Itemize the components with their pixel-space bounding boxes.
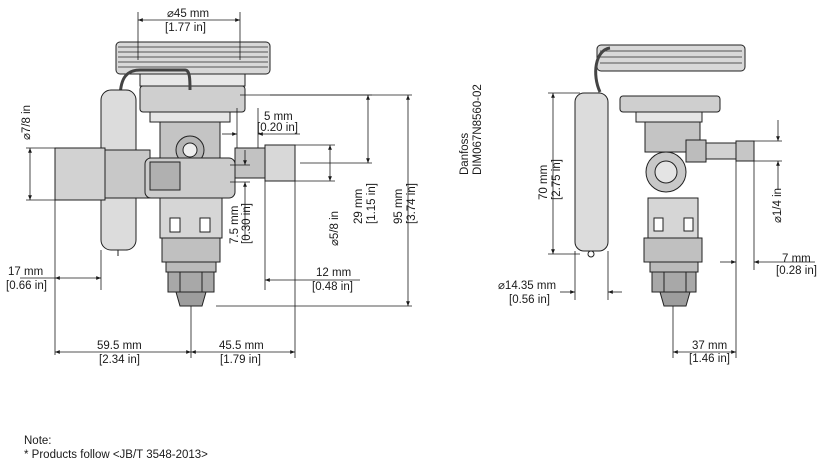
note-line: * Products follow <JB/T 3548-2013>: [24, 449, 208, 461]
side-bottom-nut: [649, 261, 699, 307]
dim-95-mm: 95 mm: [393, 189, 405, 224]
dim-17-mm: 17 mm: [8, 266, 43, 278]
dim-12-mm: 12 mm: [316, 267, 351, 279]
bottom-flare-nut: [165, 261, 217, 307]
side-body: [643, 121, 755, 263]
dim-45-mm: ⌀45 mm: [167, 8, 209, 20]
dim-12-in: [0.48 in]: [312, 281, 353, 293]
dim-59-5-mm: 59.5 mm: [97, 340, 142, 352]
side-power-head: [596, 44, 746, 123]
dim-5-in: [0.20 in]: [257, 122, 298, 134]
dim-45-5-mm: 45.5 mm: [219, 340, 264, 352]
valve-side-view: [574, 44, 755, 307]
dim-7-5-mm: 7.5 mm: [229, 206, 241, 244]
valve-body: [144, 121, 236, 263]
dim-5-mm: 5 mm: [264, 111, 293, 123]
dim-70-in: [2.75 in]: [551, 159, 563, 200]
capillary-tube: [118, 68, 192, 101]
front-view-dimension-lines: [20, 12, 412, 358]
inlet-pipe: [54, 147, 151, 201]
side-view-dimension-lines: [548, 92, 815, 358]
dim-37-mm: 37 mm: [692, 340, 727, 352]
dim-59-5-in: [2.34 in]: [99, 354, 140, 366]
dim-45-in: [1.77 in]: [165, 22, 206, 34]
drawing-id-number: DIM067N8560-02: [472, 84, 484, 175]
dim-95-in: [3.74 in]: [406, 183, 418, 224]
dim-45-5-in: [1.79 in]: [220, 354, 261, 366]
drawing-id: Danfoss DIM067N8560-02: [459, 84, 484, 175]
dim-29-in: [1.15 in]: [366, 183, 378, 224]
side-sensing-bulb: [574, 92, 609, 258]
dim-14-35-mm: ⌀14.35 mm: [498, 280, 556, 292]
side-view-dimension-labels: 70 mm [2.75 in] ⌀14.35 mm [0.56 in] ⌀1/4…: [498, 159, 817, 365]
dim-29-mm: 29 mm: [353, 189, 365, 224]
front-view-dimension-labels: ⌀45 mm [1.77 in] ⌀7/8 in 5 mm [0.20 in] …: [6, 8, 418, 366]
power-head: [115, 41, 271, 123]
dim-7-mm: 7 mm: [782, 253, 811, 265]
dim-7-in: [0.28 in]: [776, 265, 817, 277]
note-title: Note:: [24, 435, 52, 447]
dim-7-8-in: ⌀7/8 in: [21, 105, 33, 140]
dim-5-8-in: ⌀5/8 in: [329, 211, 341, 246]
drawing-id-company: Danfoss: [459, 133, 471, 175]
valve-front-view: [54, 41, 296, 307]
dim-1-4-in: ⌀1/4 in: [772, 188, 784, 223]
outlet-pipe: [234, 144, 296, 182]
dim-14-35-in: [0.56 in]: [509, 294, 550, 306]
dim-7-5-in: [0.30 in]: [241, 203, 253, 244]
side-capillary-tube: [594, 46, 611, 93]
dim-17-in: [0.66 in]: [6, 280, 47, 292]
dim-37-in: [1.46 in]: [689, 353, 730, 365]
dim-70-mm: 70 mm: [538, 165, 550, 200]
